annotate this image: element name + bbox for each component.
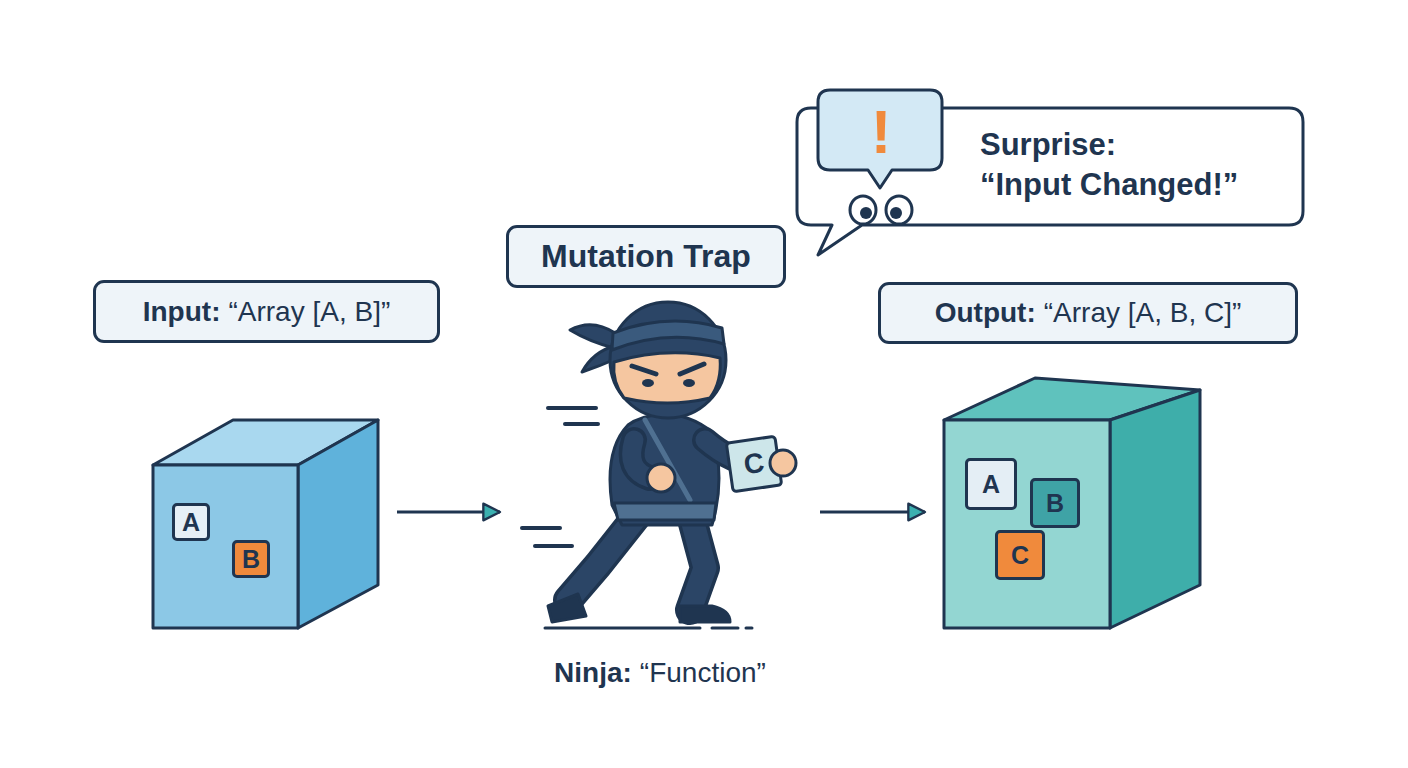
item-letter: C <box>1011 541 1029 569</box>
cube-face <box>944 420 1110 628</box>
surprised-eye <box>886 196 912 224</box>
text-group: A <box>982 470 1000 499</box>
tag-value: “Array [A, B, C]” <box>1044 297 1242 329</box>
ninja-eyebrow <box>680 364 704 374</box>
ninja-fist <box>647 464 675 492</box>
cube-face <box>153 465 298 628</box>
alert-mark: ! <box>871 112 892 152</box>
text-group: B <box>242 545 260 574</box>
array-item: B <box>1030 478 1080 528</box>
item-letter: A <box>982 470 1000 498</box>
array-item: A <box>965 458 1017 510</box>
item-letter: B <box>242 545 260 573</box>
ground-line <box>712 627 738 630</box>
text-group: ! <box>816 90 946 174</box>
ninja-face <box>614 353 721 403</box>
headband-tail <box>570 325 615 348</box>
speech-callout: Surprise:“Input Changed!”! <box>795 85 1306 258</box>
ninja-eye <box>683 379 695 387</box>
flow-arrow <box>397 511 500 514</box>
ninja-foot <box>548 594 586 622</box>
tag-value: “Array [A, B]” <box>228 296 390 328</box>
text-group: Ninja:“Function” <box>515 657 805 689</box>
bubble-shape <box>818 90 942 188</box>
array-item: C <box>995 530 1045 580</box>
speed-line <box>565 422 598 426</box>
text-group: Input:“Array [A, B]” <box>143 296 391 328</box>
text-group: B <box>1046 489 1064 518</box>
speed-line <box>548 406 596 410</box>
tag-heading: Surprise: <box>980 125 1238 165</box>
tag-value: “Input Changed!” <box>980 165 1238 205</box>
ninja-sash <box>645 420 690 500</box>
array-item: B <box>232 540 270 578</box>
speed-line <box>535 544 572 548</box>
alert-bubble: ! <box>816 86 946 192</box>
tag-heading: Mutation Trap <box>541 238 751 275</box>
speed-line <box>522 526 560 530</box>
text-group: Mutation Trap <box>541 238 751 275</box>
ninja-eyebrow <box>632 366 656 374</box>
item-letter: A <box>182 508 200 536</box>
text-group: C <box>1011 541 1029 570</box>
array-item: A <box>172 503 210 541</box>
output-tag: Output:“Array [A, B, C]” <box>878 282 1298 344</box>
tag-value: “Function” <box>640 657 766 689</box>
ninja-headband <box>612 321 724 350</box>
tag-heading: Input: <box>143 296 221 328</box>
ninja-head <box>610 302 726 418</box>
title-tag: Mutation Trap <box>506 225 786 288</box>
flow-arrow <box>820 511 925 514</box>
cube-face <box>298 420 378 628</box>
bubble-shape <box>797 108 1303 255</box>
ground-line <box>545 627 700 630</box>
item-letter: B <box>1046 489 1064 517</box>
input-cube: AB <box>150 415 382 632</box>
tag-heading: Output: <box>935 297 1036 329</box>
ninja-leg <box>690 512 705 610</box>
output-cube: A BC <box>940 374 1204 632</box>
ninja-hand <box>770 450 796 476</box>
input-tag: Input:“Array [A, B]” <box>93 280 440 343</box>
ground-line <box>746 627 752 630</box>
ninja-foot <box>680 606 730 622</box>
ninja-leg-outline <box>690 512 705 610</box>
text-group: Surprise:“Input Changed!” <box>980 125 1238 205</box>
array-item: C <box>725 435 784 494</box>
item-letter: C <box>742 447 766 482</box>
cube-face <box>1110 390 1200 628</box>
ninja-belt <box>614 503 716 520</box>
eye-pupil <box>860 207 872 219</box>
function-ninja: Ninja:“Function” C <box>515 295 805 700</box>
ninja-eye <box>642 379 654 387</box>
text-group: A <box>182 508 200 537</box>
tag-heading: Ninja: <box>554 657 632 689</box>
text-group: C <box>729 445 779 483</box>
eye-pupil <box>890 207 902 219</box>
surprised-eye <box>850 196 876 224</box>
text-group: Output:“Array [A, B, C]” <box>935 297 1242 329</box>
